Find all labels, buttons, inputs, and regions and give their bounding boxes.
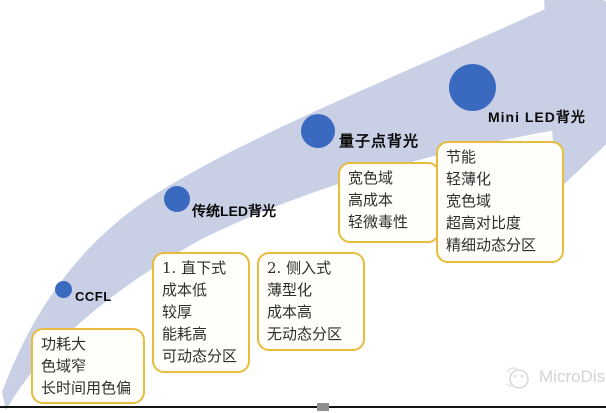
feature-line: 成本高: [267, 303, 313, 321]
feature-line: 色域窄: [41, 357, 87, 375]
feature-line: 可动态分区: [162, 347, 238, 365]
stage-marker-ccfl: [55, 281, 72, 298]
stage-label-mini-led: Mini LED背光: [488, 109, 586, 125]
ccfl-drawbacks-box: 功耗大 色域窄 长时间用色偏: [31, 328, 145, 404]
stage-marker-quantum-dot: [301, 114, 335, 148]
video-progress-thumb[interactable]: [317, 403, 329, 411]
stage-label-quantum-dot: 量子点背光: [339, 133, 420, 150]
video-progress-bar[interactable]: [0, 406, 606, 408]
watermark-brand-text: MicroDis: [539, 367, 606, 386]
feature-line: 成本低: [162, 281, 208, 299]
arrow-band: [2, 6, 556, 410]
feature-line: 超高对比度: [446, 214, 522, 232]
feature-line: 轻微毒性: [348, 213, 409, 231]
stage-label-ccfl: CCFL: [75, 289, 112, 304]
feature-line: 薄型化: [267, 281, 313, 299]
feature-line: 宽色域: [446, 192, 492, 210]
mini-led-features-box: 节能 轻薄化 宽色域 超高对比度 精细动态分区: [436, 141, 564, 263]
feature-line: 功耗大: [41, 335, 87, 353]
feature-line: 宽色域: [348, 169, 394, 187]
feature-line: 较厚: [162, 303, 193, 321]
watermark: MicroDis: [503, 360, 605, 394]
edge-lit-box: 2. 侧入式 薄型化 成本高 无动态分区: [257, 252, 365, 351]
feature-line: 高成本: [348, 191, 394, 209]
stage-label-traditional-led: 传统LED背光: [192, 203, 276, 219]
direct-lit-box: 1. 直下式 成本低 较厚 能耗高 可动态分区: [152, 252, 250, 373]
feature-line: 能耗高: [162, 325, 208, 343]
microdisplay-logo-icon: [505, 367, 529, 389]
feature-line: 节能: [446, 148, 477, 166]
feature-line: 轻薄化: [446, 170, 492, 188]
feature-line: 1. 直下式: [162, 259, 227, 277]
stage-marker-traditional-led: [164, 186, 190, 212]
quantum-dot-features-box: 宽色域 高成本 轻微毒性: [338, 162, 440, 243]
feature-line: 精细动态分区: [446, 236, 537, 254]
stage-marker-mini-led: [449, 64, 496, 111]
feature-line: 2. 侧入式: [267, 259, 332, 277]
feature-line: 无动态分区: [267, 325, 343, 343]
feature-line: 长时间用色偏: [41, 379, 132, 397]
